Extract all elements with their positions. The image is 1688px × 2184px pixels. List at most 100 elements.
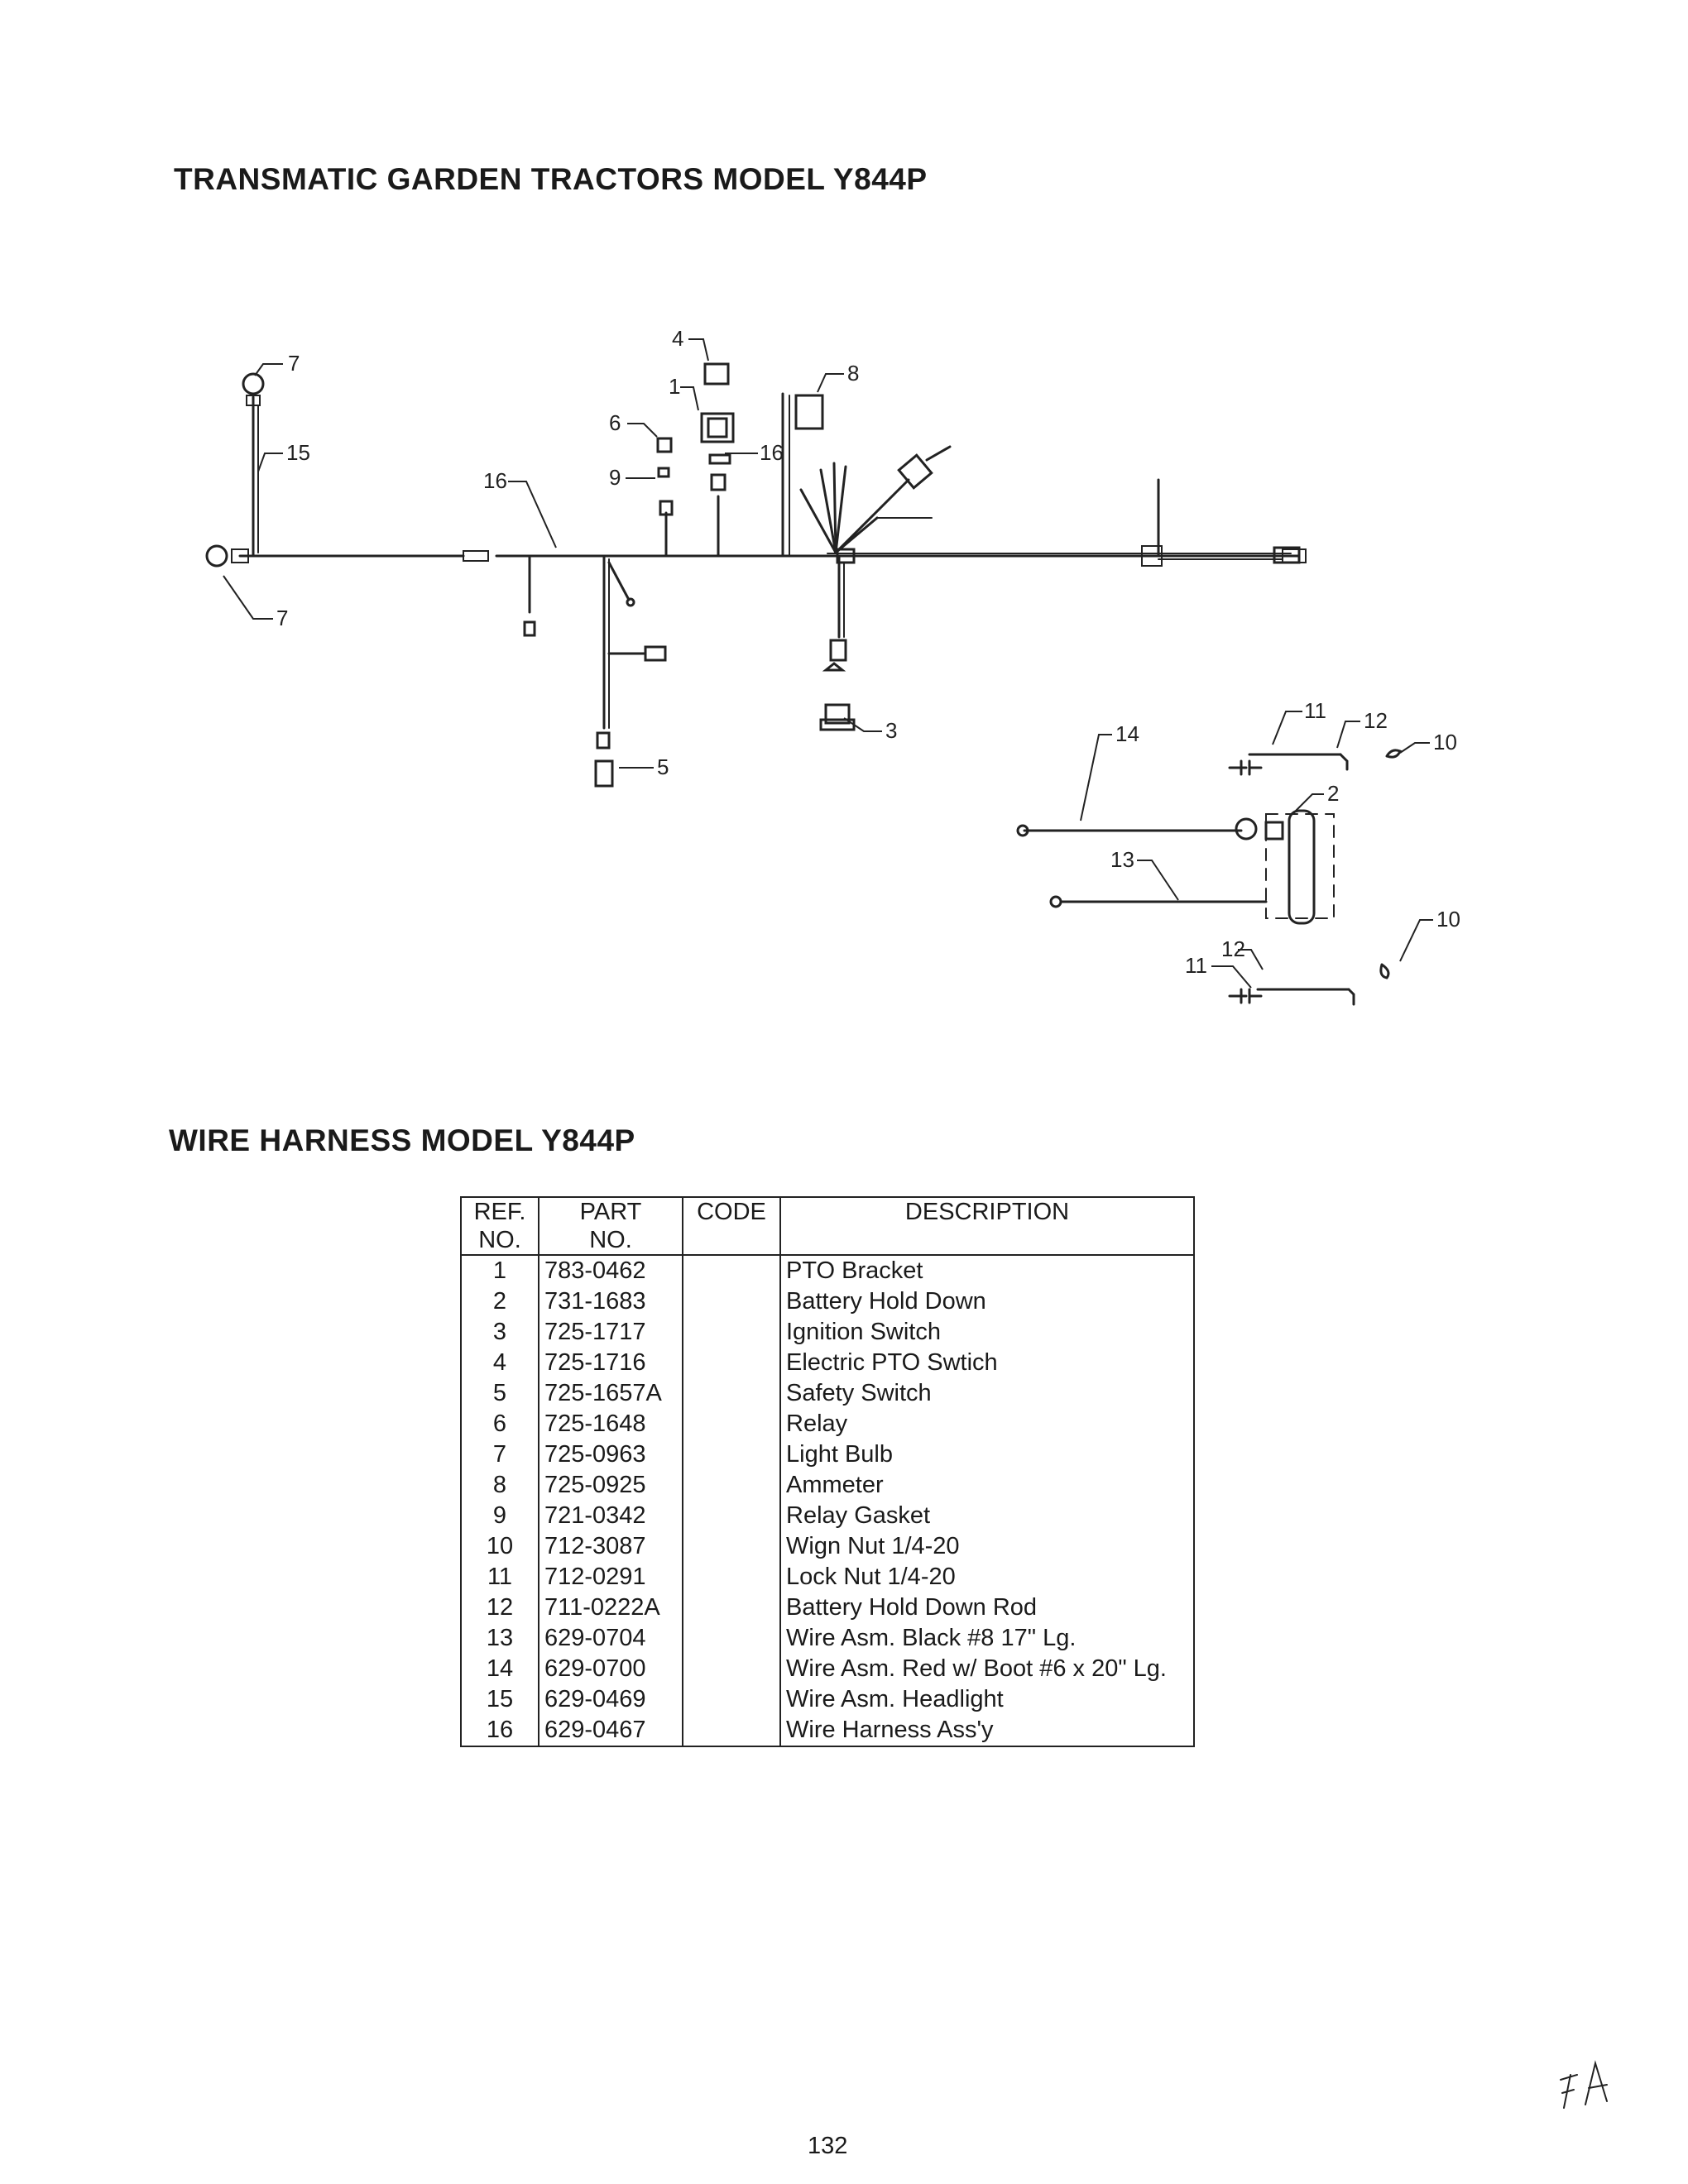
callout-16-left: 16	[483, 468, 507, 493]
page-number: 132	[808, 2133, 848, 2159]
cell-ref-no: 3	[461, 1317, 539, 1348]
cell-code	[683, 1684, 781, 1715]
cell-code	[683, 1623, 781, 1654]
cell-code	[683, 1409, 781, 1439]
cell-description: Wire Asm. Red w/ Boot #6 x 20" Lg.	[786, 1655, 1167, 1682]
cell-part-no: 731-1683	[539, 1286, 683, 1317]
cell-code	[683, 1317, 781, 1348]
cell-description: Electric PTO Swtich	[786, 1349, 998, 1376]
callout-7-top: 7	[288, 351, 300, 376]
cell-description: Ignition Switch	[786, 1319, 941, 1345]
callout-7-bottom: 7	[276, 606, 288, 630]
cell-part-no: 629-0469	[539, 1684, 683, 1715]
cell-description: Wire Asm. Black #8 17" Lg.	[786, 1625, 1077, 1651]
cell-code	[683, 1654, 781, 1684]
callout-13: 13	[1110, 847, 1134, 872]
callout-9: 9	[609, 465, 621, 490]
wire-harness-diagram: 7 15 7 16 4 1 6 9 16 8 3 5 14 11 12 10 2…	[205, 326, 1460, 1006]
cell-ref-no: 11	[461, 1562, 539, 1592]
cell-ref-no: 13	[461, 1623, 539, 1654]
cell-description: Lock Nut 1/4-20	[786, 1564, 956, 1590]
cell-code	[683, 1439, 781, 1470]
page-title: TRANSMATIC GARDEN TRACTORS MODEL Y844P	[174, 162, 928, 196]
cell-ref-no: 6	[461, 1409, 539, 1439]
cell-code	[683, 1348, 781, 1378]
cell-part-no: 712-3087	[539, 1531, 683, 1562]
section-title: WIRE HARNESS MODEL Y844P	[169, 1123, 635, 1157]
cell-part-no: 712-0291	[539, 1562, 683, 1592]
cell-description: Wire Asm. Headlight	[786, 1686, 1004, 1712]
callout-2: 2	[1327, 781, 1339, 806]
cell-ref-no: 5	[461, 1378, 539, 1409]
cell-code	[683, 1255, 781, 1286]
cell-part-no: 629-0704	[539, 1623, 683, 1654]
ammeter	[781, 392, 824, 558]
callout-12-top: 12	[1364, 708, 1388, 733]
callout-15: 15	[286, 440, 310, 465]
callout-14: 14	[1115, 721, 1139, 746]
callout-11-bottom: 11	[1185, 953, 1207, 978]
cell-part-no: 725-1717	[539, 1317, 683, 1348]
cell-ref-no: 16	[461, 1715, 539, 1746]
junction-wires	[799, 445, 952, 672]
header-code: CODE	[683, 1197, 781, 1256]
headlight-wire	[205, 372, 265, 568]
callout-6: 6	[609, 410, 621, 435]
cell-description: PTO Bracket	[786, 1257, 923, 1284]
cell-part-no: 629-0467	[539, 1715, 683, 1746]
cell-ref-no: 10	[461, 1531, 539, 1562]
cell-part-no: 725-1716	[539, 1348, 683, 1378]
callout-1: 1	[669, 374, 680, 399]
cell-part-no: 783-0462	[539, 1255, 683, 1286]
cell-code	[683, 1531, 781, 1562]
cell-part-no: 725-1657A	[539, 1378, 683, 1409]
cell-ref-no: 1	[461, 1255, 539, 1286]
cell-ref-no: 2	[461, 1286, 539, 1317]
cell-part-no: 629-0700	[539, 1654, 683, 1684]
cell-description: Wire Harness Ass'y	[786, 1717, 994, 1743]
cell-description: Battery Hold Down	[786, 1288, 986, 1315]
callout-16-right: 16	[760, 440, 784, 465]
cell-code	[683, 1286, 781, 1317]
callout-11-top: 11	[1304, 698, 1326, 723]
cell-code	[683, 1378, 781, 1409]
cell-code	[683, 1470, 781, 1501]
main-harness	[238, 548, 1307, 563]
table-header-row: REF. NO. PART NO. CODE DESCRIPTION	[461, 1197, 1194, 1256]
cell-description: Wign Nut 1/4-20	[786, 1533, 960, 1559]
handwritten-initials	[1560, 2060, 1608, 2109]
callout-5: 5	[657, 754, 669, 779]
header-description: DESCRIPTION	[780, 1197, 1194, 1256]
callout-3: 3	[885, 718, 897, 743]
cell-description: Ammeter	[786, 1472, 884, 1498]
cell-description: Safety Switch	[786, 1380, 932, 1406]
pto-switch	[700, 362, 735, 465]
cell-ref-no: 15	[461, 1684, 539, 1715]
cell-ref-no: 12	[461, 1592, 539, 1623]
cell-ref-no: 7	[461, 1439, 539, 1470]
callout-10-bottom: 10	[1436, 907, 1460, 932]
cell-ref-no: 9	[461, 1501, 539, 1531]
cell-code	[683, 1592, 781, 1623]
cell-description: Battery Hold Down Rod	[786, 1594, 1038, 1621]
cell-description: Relay	[786, 1410, 848, 1437]
header-ref-no: REF. NO.	[461, 1197, 539, 1256]
cell-part-no: 711-0222A	[539, 1592, 683, 1623]
